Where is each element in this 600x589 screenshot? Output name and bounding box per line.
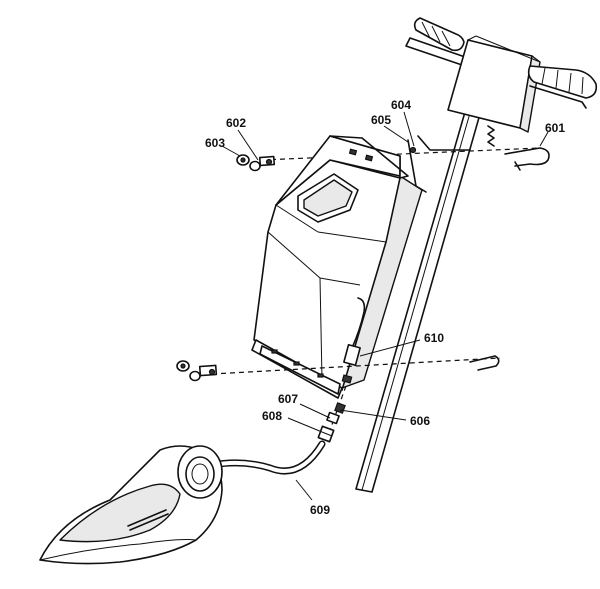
callout-607: 607 <box>278 392 298 406</box>
callout-608: 608 <box>262 409 282 423</box>
callout-604: 604 <box>391 98 411 112</box>
lower-rod <box>176 355 501 382</box>
callout-605: 605 <box>371 113 391 127</box>
callout-609: 609 <box>310 503 330 517</box>
rod-601 <box>261 147 550 171</box>
handle-grip-assembly <box>405 17 598 147</box>
callout-602: 602 <box>226 116 246 130</box>
motor-housing <box>251 135 423 399</box>
callout-603: 603 <box>205 136 225 150</box>
hardware-602-603 <box>236 154 276 172</box>
callout-labels: 601 602 603 604 605 606 607 608 609 610 <box>205 98 565 517</box>
callout-610: 610 <box>424 331 444 345</box>
blower-nozzle <box>39 445 223 565</box>
callout-601: 601 <box>545 121 565 135</box>
callout-606: 606 <box>410 414 430 428</box>
leader-lines <box>221 111 549 501</box>
